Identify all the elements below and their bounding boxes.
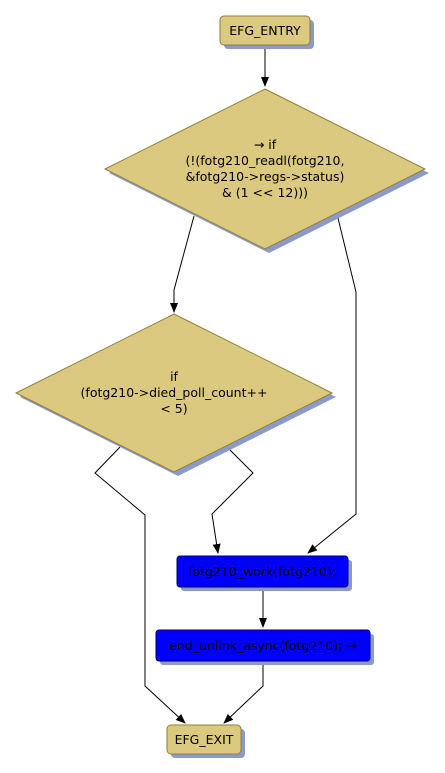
- poll-decision-line-2: (fotg210->died_poll_count++: [81, 385, 268, 400]
- work-action-label: fotg210_work(fotg210);: [188, 564, 336, 579]
- poll-decision-line-1: if: [170, 369, 178, 384]
- edge-unlink-to-exit: [223, 659, 264, 724]
- entry-label: EFG_ENTRY: [229, 23, 301, 38]
- edge-poll-to-work: [211, 446, 254, 554]
- work-action-node: fotg210_work(fotg210);: [176, 555, 352, 591]
- exit-node: EFG_EXIT: [166, 724, 245, 758]
- status-decision-line-4: & (1 << 12))): [222, 185, 308, 200]
- edge-status-to-poll: [170, 215, 195, 313]
- poll-decision-line-3: < 5): [160, 401, 187, 416]
- status-decision-line-2: (!(fotg210_readl(fotg210,: [186, 153, 345, 168]
- status-decision-line-3: &fotg210->regs->status): [186, 169, 345, 184]
- status-decision-line-1: → if: [254, 137, 277, 152]
- poll-decision-node: if (fotg210->died_poll_count++ < 5): [14, 313, 336, 476]
- exit-label: EFG_EXIT: [175, 732, 234, 747]
- unlink-action-node: end_unlink_async(fotg210); →: [155, 629, 374, 665]
- entry-node: EFG_ENTRY: [219, 15, 314, 49]
- status-decision-node: → if (!(fotg210_readl(fotg210, &fotg210-…: [103, 88, 429, 253]
- edge-status-to-work: [307, 213, 357, 554]
- edge-poll-to-exit: [94, 446, 186, 724]
- edges: [94, 46, 357, 724]
- unlink-action-label: end_unlink_async(fotg210); →: [169, 638, 357, 653]
